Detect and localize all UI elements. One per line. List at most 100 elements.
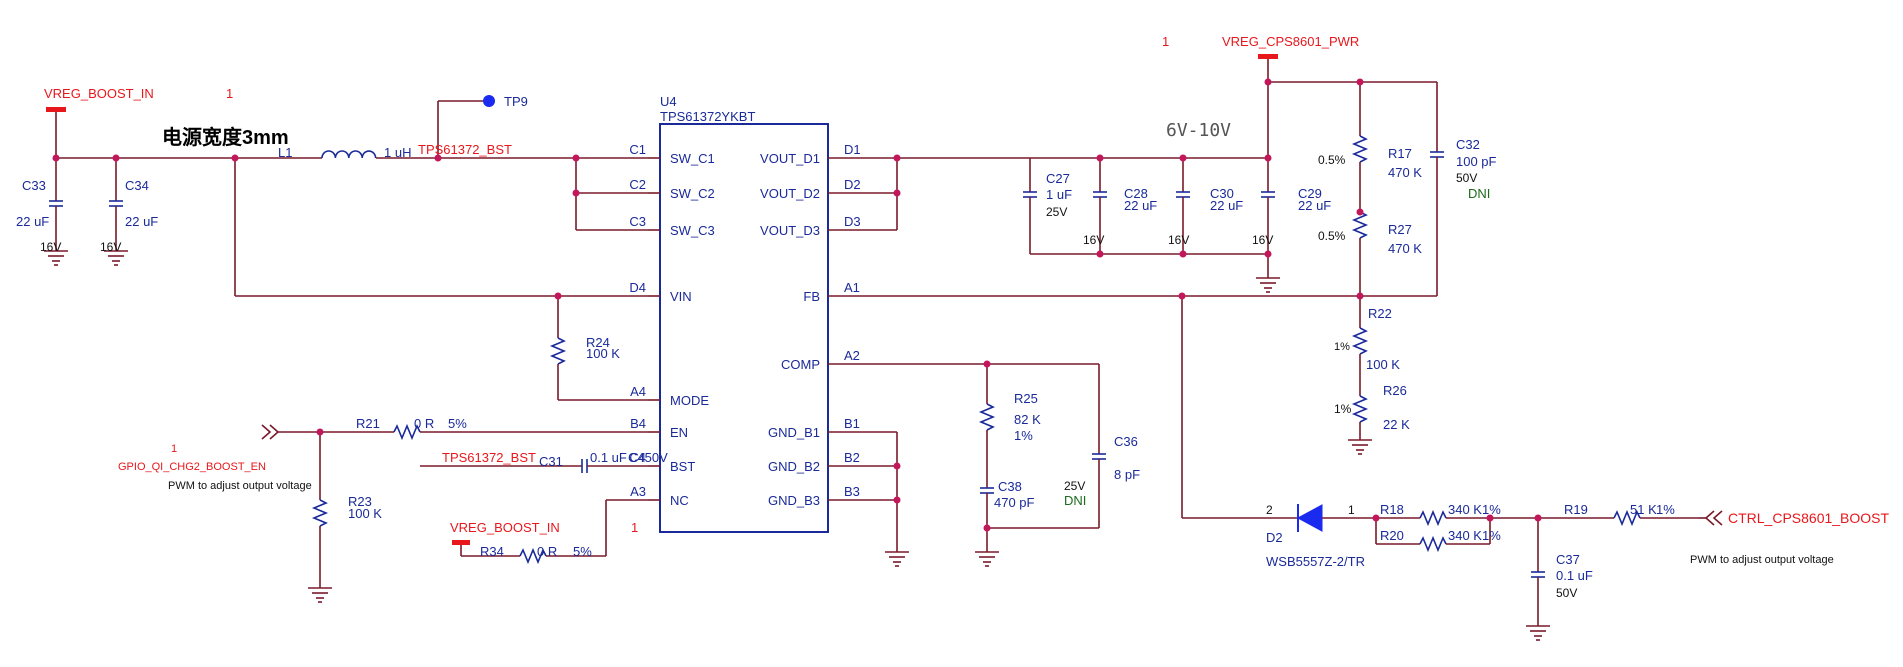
c37-value: 0.1 uF <box>1556 568 1593 583</box>
vreg-cps-pwr-port: 1 VREG_CPS8601_PWR <box>1162 34 1359 82</box>
c32-voltage: 50V <box>1456 171 1477 185</box>
resistor-r19: R19 51 K 1% <box>1538 502 1698 527</box>
c37-voltage: 50V <box>1556 586 1577 600</box>
resistor-r26: R26 1% 22 K <box>1334 383 1410 455</box>
c31-value: 0.1 uF <box>590 450 627 465</box>
tp9-label: TP9 <box>504 94 528 109</box>
c36-value: 8 pF <box>1114 467 1140 482</box>
r19-ref: R19 <box>1564 502 1588 517</box>
c28-voltage: 16V <box>1083 233 1104 247</box>
r17-value: 470 K <box>1388 165 1422 180</box>
vreg-cps-pwr-label: VREG_CPS8601_PWR <box>1222 34 1359 49</box>
u4-pin-num-d1: D1 <box>844 142 861 157</box>
r26-ref: R26 <box>1383 383 1407 398</box>
width-note: 电源宽度3mm <box>162 125 289 149</box>
u4-pin-num-a2: A2 <box>844 348 860 363</box>
r27-value: 470 K <box>1388 241 1422 256</box>
gpio-num: 1 <box>171 443 177 455</box>
r21-tolerance: 5% <box>448 416 467 431</box>
u4-pin-num-c3: C3 <box>629 214 646 229</box>
u4-pin-name-nc: NC <box>670 493 689 508</box>
r34-ref: R34 <box>480 544 504 559</box>
pwm-note-right: PWM to adjust output voltage <box>1690 554 1834 566</box>
capacitor-c27: C27 1 uF 25V <box>1023 158 1072 254</box>
c31-voltage: C450V <box>628 450 668 465</box>
r20-value: 340 K <box>1448 528 1482 543</box>
vreg-boost-in-label: VREG_BOOST_IN <box>44 86 154 101</box>
r25-ref: R25 <box>1014 391 1038 406</box>
c34-ref: C34 <box>125 178 149 193</box>
d2-ref: D2 <box>1266 530 1283 545</box>
vreg-boost-in-num: 1 <box>226 86 233 101</box>
r19-value: 51 K <box>1630 502 1657 517</box>
u4-pin-name-gnd_b1: GND_B1 <box>768 425 820 440</box>
r17-ref: R17 <box>1388 146 1412 161</box>
r27-tolerance: 0.5% <box>1318 229 1346 243</box>
u4-pin-num-d4: D4 <box>629 280 646 295</box>
u4-pin-name-sw_c1: SW_C1 <box>670 151 715 166</box>
r17-tolerance: 0.5% <box>1318 153 1346 167</box>
r22-value: 100 K <box>1366 357 1400 372</box>
capacitor-c34: C34 22 uF 16V <box>100 158 158 266</box>
resistor-r22: R22 1% 100 K <box>1334 306 1400 396</box>
c28-value: 22 uF <box>1124 198 1157 213</box>
vreg-boost-in-2-num: 1 <box>631 520 638 535</box>
capacitor-c32: C32 100 pF 50V DNI <box>1360 137 1497 297</box>
u4-pin-name-vout_d1: VOUT_D1 <box>760 151 820 166</box>
r21-value: 0 R <box>414 416 434 431</box>
ctrl-boost-port: CTRL_CPS8601_BOOST PWM to adjust output … <box>1690 510 1890 566</box>
c32-ref: C32 <box>1456 137 1480 152</box>
resistor-r23: R23 100 K <box>308 432 382 603</box>
u4-pin-name-comp: COMP <box>781 357 820 372</box>
u4-pin-name-gnd_b2: GND_B2 <box>768 459 820 474</box>
resistor-r27: 0.5% R27 470 K <box>1318 211 1422 328</box>
vreg-boost-in-2-label: VREG_BOOST_IN <box>450 520 560 535</box>
c34-value: 22 uF <box>125 214 158 229</box>
u4-part: TPS61372YKBT <box>660 109 755 124</box>
r27-ref: R27 <box>1388 222 1412 237</box>
c29-ref: C29 <box>1298 186 1322 201</box>
c32-dni: DNI <box>1468 186 1490 201</box>
ctrl-label: CTRL_CPS8601_BOOST <box>1728 510 1890 526</box>
u4-pin-num-b2: B2 <box>844 450 860 465</box>
u4-pin-num-a1: A1 <box>844 280 860 295</box>
r18-ref: R18 <box>1380 502 1404 517</box>
u4-pin-name-fb: FB <box>803 289 820 304</box>
r34-value: 0 R <box>537 544 557 559</box>
c38-ref: C38 <box>998 479 1022 494</box>
r19-tolerance: 1% <box>1656 502 1675 517</box>
u4-pin-name-en: EN <box>670 425 688 440</box>
c33-ref: C33 <box>22 178 46 193</box>
c36-ref: C36 <box>1114 434 1138 449</box>
tps-bst-label: TPS61372_BST <box>418 142 512 157</box>
c29-value: 22 uF <box>1298 198 1331 213</box>
r20-tolerance: 1% <box>1482 528 1501 543</box>
c30-voltage: 16V <box>1168 233 1189 247</box>
junctions <box>52 78 1542 532</box>
u4-pin-num-c2: C2 <box>629 177 646 192</box>
u4-pin-num-c1: C1 <box>629 142 646 157</box>
capacitor-c38: C38 470 pF <box>975 479 1099 567</box>
c27-voltage: 25V <box>1046 205 1067 219</box>
resistor-r18: R18 340 K 1% <box>1380 502 1538 527</box>
u4-pin-num-b3: B3 <box>844 484 860 499</box>
r18-value: 340 K <box>1448 502 1482 517</box>
c36-voltage: 25V <box>1064 479 1085 493</box>
d2-pin2: 2 <box>1266 503 1273 517</box>
u4-pin-name-gnd_b3: GND_B3 <box>768 493 820 508</box>
capacitor-c29: C29 22 uF 16V <box>1252 82 1331 293</box>
l1-value: 1 uH <box>384 145 411 160</box>
u4-pin-num-b1: B1 <box>844 416 860 431</box>
resistor-r25: R25 82 K 1% <box>978 391 1041 488</box>
resistor-r24: R24 100 K <box>549 296 648 401</box>
r25-tolerance: 1% <box>1014 428 1033 443</box>
u4-pin-name-sw_c2: SW_C2 <box>670 186 715 201</box>
c30-ref: C30 <box>1210 186 1234 201</box>
inductor-l1: L1 1 uH <box>278 145 411 160</box>
c37-ref: C37 <box>1556 552 1580 567</box>
u4-pin-num-a4: A4 <box>630 384 646 399</box>
capacitor-c33: C33 22 uF 16V <box>16 158 68 266</box>
r25-value: 82 K <box>1014 412 1041 427</box>
vreg-boost-in-port-2: VREG_BOOST_IN 1 R34 0 R 5% <box>450 499 648 565</box>
